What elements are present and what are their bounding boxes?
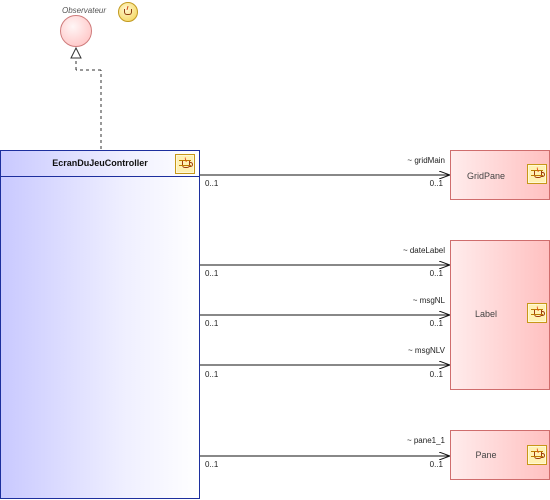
source-multiplicity: 0..1 — [205, 319, 219, 328]
realization-arrowhead — [70, 46, 82, 59]
role-label: ~ msgNLV — [408, 346, 445, 355]
label-class-name: Label — [474, 309, 498, 319]
role-label: ~ pane1_1 — [406, 436, 445, 445]
source-multiplicity: 0..1 — [205, 370, 219, 379]
java-steam-icon — [536, 447, 541, 454]
source-multiplicity: 0..1 — [205, 179, 219, 188]
role-label: ~ msgNL — [412, 296, 445, 305]
pane-class-box: Pane — [450, 430, 550, 480]
java-steam-icon — [536, 166, 541, 173]
java-interface-icon — [118, 2, 138, 22]
pane-class-name: Pane — [475, 450, 497, 460]
target-multiplicity: 0..1 — [429, 319, 443, 328]
role-label: ~ gridMain — [407, 156, 445, 165]
source-multiplicity: 0..1 — [205, 269, 219, 278]
label-class-box: Label — [450, 240, 550, 390]
java-steam-icon — [536, 305, 541, 312]
java-class-icon — [527, 164, 547, 184]
interface-name: Observateur — [61, 6, 107, 15]
target-multiplicity: 0..1 — [429, 179, 443, 188]
java-class-icon — [527, 303, 547, 323]
target-multiplicity: 0..1 — [429, 370, 443, 379]
java-class-icon — [175, 154, 195, 174]
target-multiplicity: 0..1 — [429, 269, 443, 278]
gridpane-class-name: GridPane — [466, 171, 506, 181]
interface-circle — [60, 15, 92, 47]
java-steam-icon — [184, 156, 189, 163]
role-label: ~ dateLabel — [402, 246, 445, 255]
java-class-icon — [527, 445, 547, 465]
gridpane-class-box: GridPane — [450, 150, 550, 200]
source-multiplicity: 0..1 — [205, 460, 219, 469]
target-multiplicity: 0..1 — [429, 460, 443, 469]
controller-class-name: EcranDuJeuController — [1, 151, 199, 177]
controller-class-box: EcranDuJeuController — [0, 150, 200, 499]
